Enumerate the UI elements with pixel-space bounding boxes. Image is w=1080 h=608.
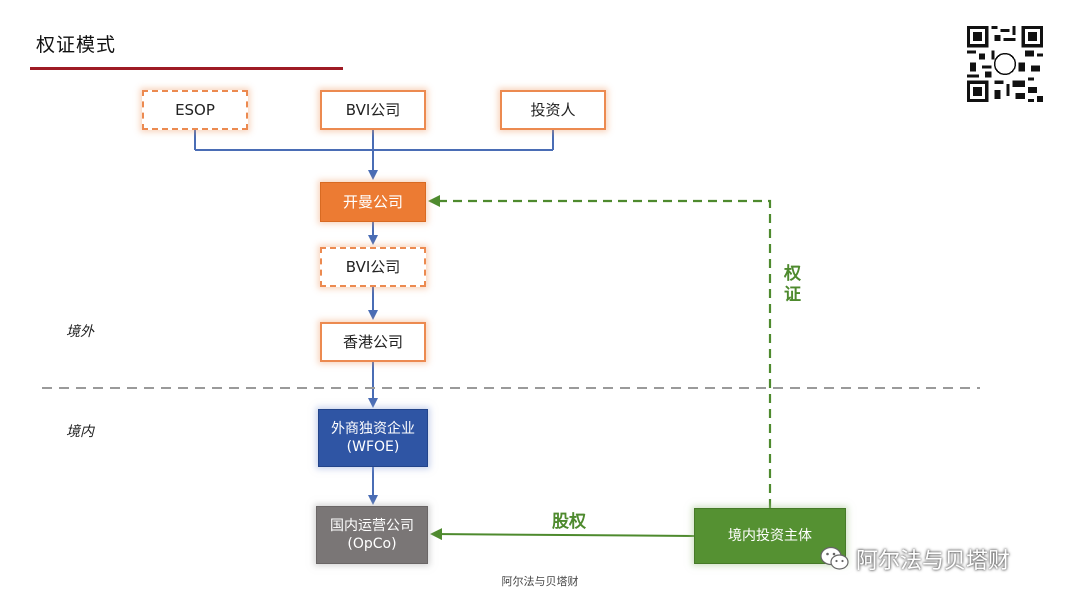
bvi-top-node: BVI公司 [320,90,426,130]
equity-connector [430,528,695,541]
qr-code-icon [967,26,1043,102]
esop-node: ESOP [142,90,248,130]
hongkong-node: 香港公司 [320,322,426,362]
equity-label: 股权 [552,512,586,532]
opco-node: 国内运营公司 (OpCo) [316,506,428,564]
wechat-icon [820,546,849,570]
footer-text: 阿尔法与贝塔财 [501,575,579,588]
offshore-region-label: 境外 [66,324,94,340]
watermark-text: 阿尔法与贝塔财 [856,549,1011,574]
bvi-mid-node: BVI公司 [320,247,426,287]
page-title: 权证模式 [36,34,117,56]
cayman-node: 开曼公司 [320,182,426,222]
warrant-label: 权证 [780,264,800,306]
title-underline [30,67,343,70]
top-merge-connector [194,130,554,180]
warrant-connector [428,195,772,508]
investor-node: 投资人 [500,90,606,130]
watermark: 阿尔法与贝塔财 [820,543,1010,575]
wfoe-node: 外商独资企业 (WFOE) [318,409,428,467]
onshore-region-label: 境内 [66,424,94,440]
